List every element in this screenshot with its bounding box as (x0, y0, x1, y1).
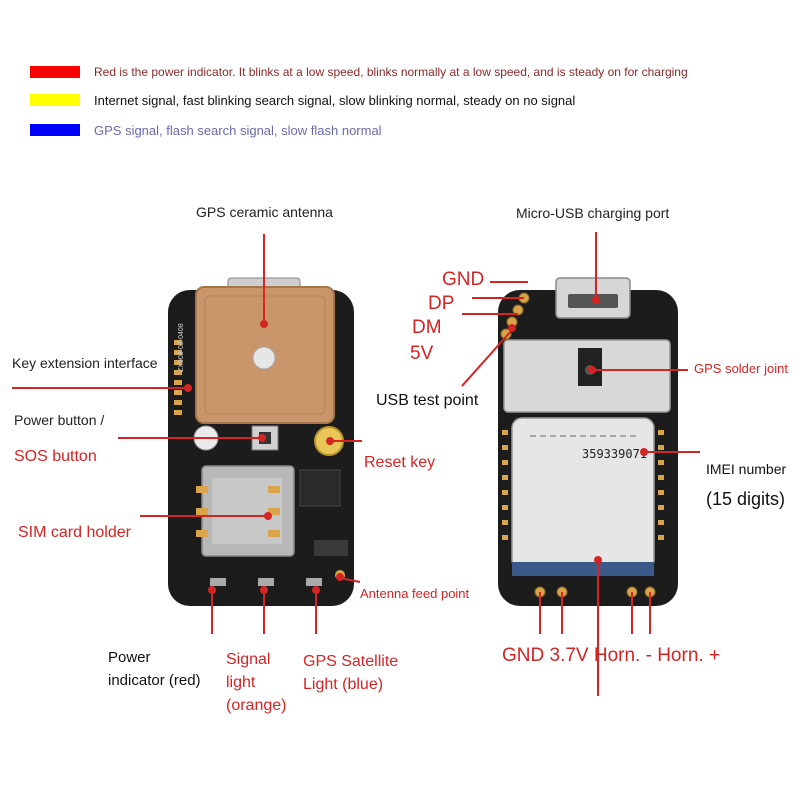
label-imei-digits: (15 digits) (706, 489, 786, 509)
legend-item-power: Red is the power indicator. It blinks at… (30, 64, 688, 80)
leader-lines (12, 232, 700, 696)
label-power-indicator-line2: indicator (red) (108, 671, 201, 689)
label-reset-key: Reset key (364, 454, 436, 471)
label-power-indicator: Power indicator (red) (108, 649, 220, 689)
legend-text-internet: Internet signal, fast blinking search si… (94, 92, 576, 108)
label-signal-light-line2: light (226, 674, 256, 692)
legend-swatch-blue (30, 124, 80, 136)
gsm-module (511, 417, 655, 571)
label-gps-antenna: GPS ceramic antenna (196, 204, 333, 220)
front-board-text: ZX908-02-0408 (178, 323, 185, 372)
front-board: ZX908-02-0408 (168, 277, 354, 606)
legend-swatch-yellow (30, 94, 80, 106)
label-bottom-pins: GND 3.7V Horn. - Horn. + (502, 645, 721, 666)
label-gnd-top: GND (442, 269, 485, 290)
label-key-extension: Key extension interface (12, 355, 158, 371)
label-sos-button: SOS button (14, 448, 97, 465)
module-imei-text: 359339071 (582, 447, 647, 461)
label-signal-light: Signal light (orange) (226, 648, 286, 718)
legend-text-gps: GPS signal, flash search signal, slow fl… (94, 122, 382, 138)
label-gps-light-line1: GPS Satellite (303, 653, 399, 670)
legend-item-internet: Internet signal, fast blinking search si… (30, 92, 575, 108)
label-imei: IMEI number (706, 461, 787, 477)
label-5v: 5V (410, 343, 434, 364)
label-signal-light-line1: Signal (226, 651, 271, 668)
label-gps-light-line2: Light (blue) (303, 676, 384, 694)
label-micro-usb: Micro-USB charging port (516, 205, 670, 221)
legend-item-gps: GPS signal, flash search signal, slow fl… (30, 122, 382, 138)
legend-text-power: Red is the power indicator. It blinks at… (94, 65, 688, 79)
label-usb-test: USB test point (376, 392, 479, 409)
label-power-indicator-line1: Power (108, 649, 151, 666)
label-dm: DM (412, 317, 442, 338)
label-power-button: Power button / (14, 412, 105, 428)
label-gps-light: GPS Satellite Light (blue) (303, 650, 398, 696)
legend-swatch-red (30, 66, 80, 78)
label-sim-holder: SIM card holder (18, 524, 131, 541)
label-dp: DP (428, 293, 455, 314)
label-gps-solder: GPS solder joint (694, 361, 788, 376)
label-antenna-feed: Antenna feed point (360, 586, 470, 601)
back-board: 359339071 (498, 277, 678, 606)
label-signal-light-line3: (orange) (226, 697, 287, 715)
